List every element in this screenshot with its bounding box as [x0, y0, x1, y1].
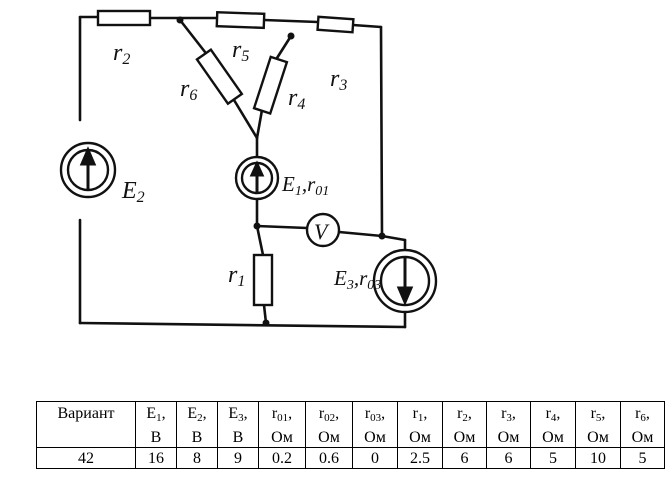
- node-top-left: [176, 16, 184, 24]
- cell-r01: 0.2: [258, 447, 306, 469]
- resistor-r4: [252, 55, 289, 115]
- parameters-table: Вариант E1,В E2,В E3,В r01,Ом r02,Ом r03…: [36, 401, 665, 469]
- wire-bottom: [78, 321, 407, 329]
- table-header-row: Вариант E1,В E2,В E3,В r01,Ом r02,Ом r03…: [36, 401, 665, 448]
- cell-r2: 6: [442, 447, 487, 469]
- header-r03: r03,Ом: [352, 401, 398, 448]
- cell-variant: 42: [36, 447, 136, 469]
- label-e3: E3,r03: [333, 266, 381, 293]
- header-r01: r01,Ом: [258, 401, 306, 448]
- header-r1: r1,Ом: [397, 401, 443, 448]
- wire-top: [78, 15, 383, 29]
- circuit-diagram: V r2 r5 r3 r6 r4 r1 E2 E1,r01 E3,r03: [59, 9, 438, 329]
- source-e1: [234, 155, 280, 201]
- header-r02: r02,Ом: [305, 401, 353, 448]
- cell-r1: 2.5: [397, 447, 443, 469]
- label-r6: r6: [180, 76, 197, 104]
- cell-r4: 5: [530, 447, 576, 469]
- wire-r4-branch: [255, 34, 293, 140]
- label-r4: r4: [288, 85, 305, 113]
- header-r4: r4,Ом: [530, 401, 576, 448]
- header-e2: E2,В: [176, 401, 218, 448]
- wire-voltmeter: [255, 224, 384, 238]
- cell-e2: 8: [176, 447, 218, 469]
- source-e3: [372, 248, 438, 314]
- label-r5: r5: [232, 37, 249, 65]
- label-e2: E2: [121, 178, 145, 206]
- header-r3: r3,Ом: [486, 401, 531, 448]
- node-center: [253, 222, 261, 230]
- node-top-right: [287, 32, 295, 40]
- table-row: 42 16 8 9 0.2 0.6 0 2.5 6 6 5 10 5: [36, 447, 665, 469]
- node-bottom: [262, 319, 270, 327]
- cell-r03: 0: [352, 447, 398, 469]
- label-e1: E1,r01: [281, 172, 329, 199]
- label-r1: r1: [228, 262, 245, 290]
- wire-r6-branch: [178, 18, 259, 140]
- cell-r02: 0.6: [305, 447, 353, 469]
- resistor-r5: [215, 10, 266, 30]
- label-r3: r3: [330, 66, 347, 94]
- label-r2: r2: [113, 40, 130, 68]
- cell-e1: 16: [135, 447, 177, 469]
- node-right: [378, 232, 386, 240]
- cell-e3: 9: [217, 447, 259, 469]
- header-r6: r6,Ом: [620, 401, 665, 448]
- cell-r3: 6: [486, 447, 531, 469]
- resistor-r2: [96, 9, 152, 27]
- header-r5: r5,Ом: [575, 401, 621, 448]
- wire-right: [379, 25, 407, 242]
- voltmeter: V: [305, 212, 341, 248]
- header-variant: Вариант: [36, 401, 136, 448]
- header-r2: r2,Ом: [442, 401, 487, 448]
- header-e1: E1,В: [135, 401, 177, 448]
- cell-r6: 5: [620, 447, 665, 469]
- resistor-r6: [195, 48, 244, 106]
- resistor-r1: [252, 253, 274, 307]
- voltmeter-label: V: [314, 219, 330, 244]
- source-e2: [59, 141, 117, 199]
- header-e3: E3,В: [217, 401, 259, 448]
- cell-r5: 10: [575, 447, 621, 469]
- resistor-r3: [316, 15, 355, 34]
